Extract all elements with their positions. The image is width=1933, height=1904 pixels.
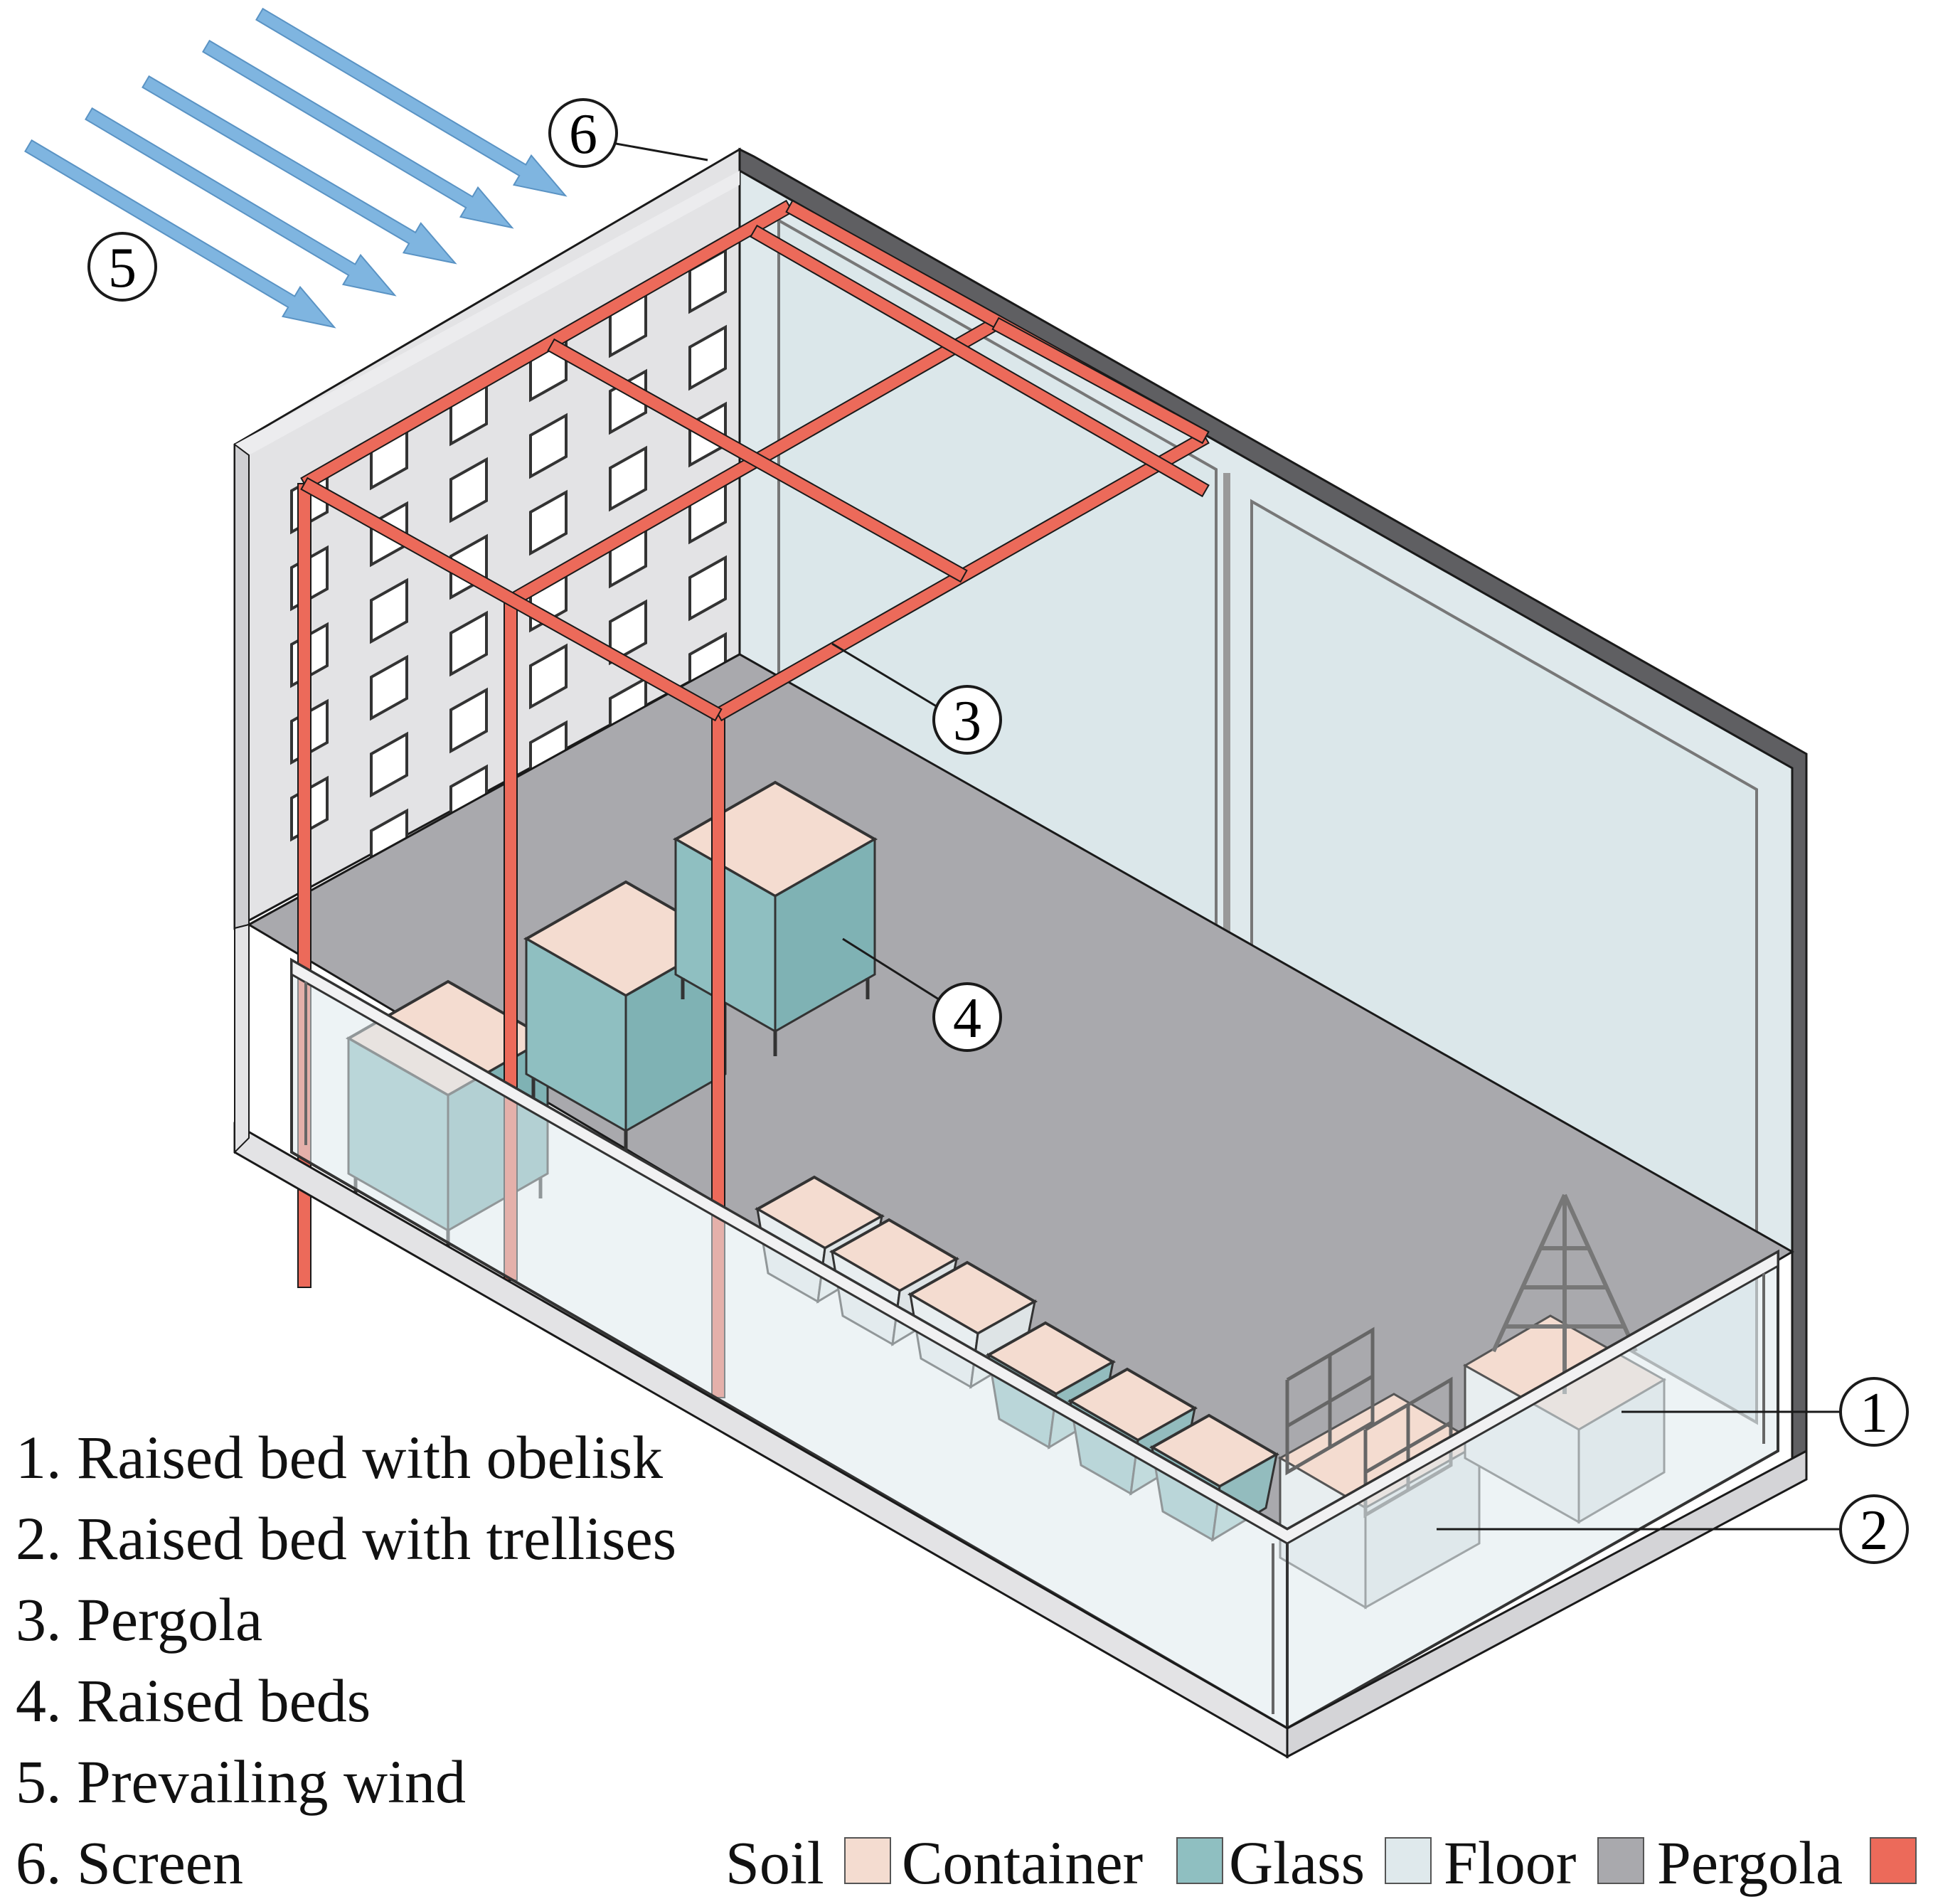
pergola-beam (300, 477, 723, 722)
svg-text:1: 1 (1860, 1382, 1888, 1445)
callout-5: 5 (87, 232, 157, 302)
pergola-beam (547, 338, 968, 583)
key-label-pergola: Pergola (1657, 1829, 1843, 1897)
callout-1: 1 (1839, 1377, 1909, 1447)
legend-item-5: 5. Prevailing wind (16, 1748, 466, 1816)
callout-6: 6 (548, 98, 618, 168)
pergola-beam (991, 317, 1210, 445)
legend: 1. Raised bed with obelisk 2. Raised bed… (16, 1423, 676, 1897)
key-label-container: Container (902, 1829, 1143, 1897)
wind-arrow (202, 39, 514, 229)
key-swatch-soil (844, 1837, 891, 1884)
screen-hole (449, 610, 488, 677)
raised-beds (345, 780, 878, 1255)
key-swatch-container (1176, 1837, 1223, 1884)
screen-hole (370, 578, 408, 644)
wind-arrow (24, 139, 336, 329)
wind-arrow (85, 107, 397, 297)
screen-hole (688, 555, 727, 622)
screen-hole (449, 457, 488, 523)
screen-hole (370, 654, 408, 721)
callout-2: 2 (1839, 1494, 1909, 1564)
wind-arrow (142, 75, 457, 265)
screen-hole (370, 731, 408, 798)
callout-4: 4 (932, 982, 1002, 1052)
svg-text:2: 2 (1860, 1499, 1888, 1562)
screen-hole (609, 445, 647, 512)
screen-hole (688, 324, 727, 391)
key-swatch-pergola (1870, 1837, 1917, 1884)
screen-hole (529, 489, 568, 556)
pergola-beam (750, 224, 1210, 498)
svg-text:3: 3 (953, 690, 981, 752)
svg-text:5: 5 (108, 237, 137, 299)
screen-hole (529, 413, 568, 479)
key-swatch-glass (1385, 1837, 1432, 1884)
legend-item-1: 1. Raised bed with obelisk (16, 1423, 663, 1491)
pergola-beam (300, 199, 794, 491)
screen-hole (449, 687, 488, 754)
svg-text:4: 4 (953, 987, 981, 1050)
wind-arrow (255, 7, 568, 197)
key-label-soil: Soil (725, 1829, 824, 1897)
key-label-floor: Floor (1444, 1829, 1576, 1897)
leader-lines (607, 141, 1842, 1531)
callout-3: 3 (932, 685, 1002, 755)
material-key: Soil Container Glass Floor Pergola (725, 1829, 1917, 1897)
key-label-glass: Glass (1229, 1829, 1365, 1897)
screen-wall (233, 147, 741, 930)
screen-hole (529, 643, 568, 710)
legend-item-3: 3. Pergola (16, 1585, 262, 1654)
legend-item-4: 4. Raised beds (16, 1666, 371, 1735)
wind-arrows (24, 7, 568, 329)
svg-text:6: 6 (569, 103, 597, 166)
key-swatch-floor (1597, 1837, 1644, 1884)
legend-item-2: 2. Raised bed with trellises (16, 1504, 676, 1573)
slab-edge (233, 923, 1808, 1759)
legend-item-6: 6. Screen (16, 1829, 243, 1897)
